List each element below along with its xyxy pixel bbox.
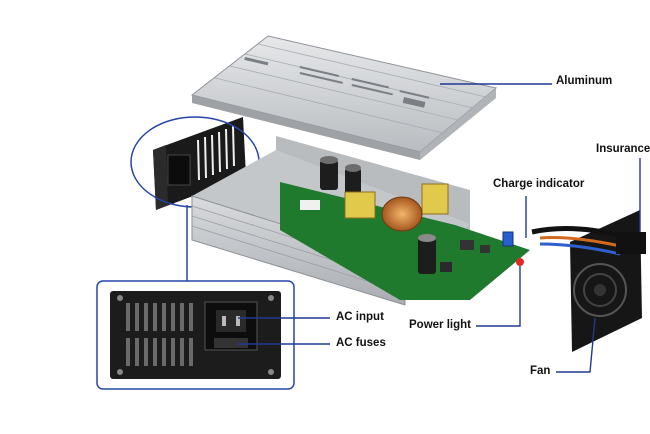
- rear-panel: [153, 117, 246, 210]
- power-light-led: [516, 258, 524, 266]
- ac-closeup-callout: [96, 205, 295, 390]
- charge-indicator-label: Charge indicator: [493, 178, 585, 190]
- fan-panel: [531, 210, 646, 352]
- insurance-label: Insurance: [596, 143, 650, 155]
- circuit-board: [280, 156, 530, 300]
- aluminum-label: Aluminum: [556, 75, 613, 87]
- ac-input-label: AC input: [336, 311, 384, 323]
- copper-coil: [381, 196, 423, 232]
- fan-label: Fan: [530, 365, 551, 377]
- ac-fuse-holder: [214, 338, 248, 348]
- charge-indicator-led: [502, 231, 514, 247]
- power-light-leader: [476, 266, 521, 327]
- ac-fuses-label: AC fuses: [336, 337, 386, 349]
- leader-lines: [238, 83, 641, 373]
- aluminum-lid: [190, 35, 498, 160]
- power-light-label: Power light: [409, 319, 471, 331]
- fan-leader: [556, 317, 596, 373]
